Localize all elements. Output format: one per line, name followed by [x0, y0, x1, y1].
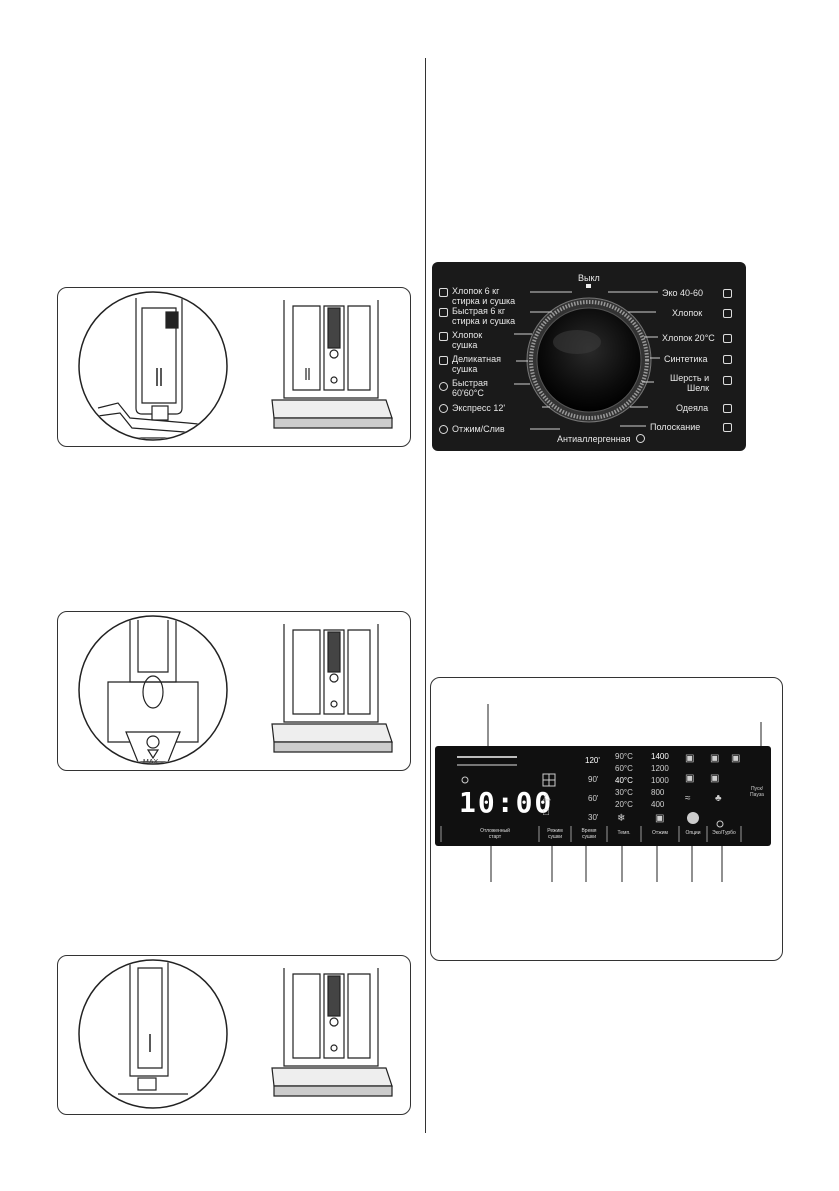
antiallergy-icon [636, 434, 645, 443]
cotton-20-icon [723, 334, 732, 343]
temperature-option: 40°C [615, 776, 633, 785]
cotton-wash-dry-icon [439, 288, 448, 297]
steam-icon: ▣ [710, 753, 720, 764]
temperature-option: 30°C [615, 788, 633, 797]
child-lock-icon: ▣ [731, 753, 741, 764]
eco-turbo-button[interactable]: Эко/Турбо [712, 830, 736, 836]
cotton-dry-icon [439, 332, 448, 341]
program-spin-drain[interactable]: Отжим/Слив [452, 424, 505, 434]
max-mark: MAX [143, 759, 159, 766]
wool-icon [723, 376, 732, 385]
temperature-option: 90°C [615, 752, 633, 761]
time-display: 10:00 [459, 786, 554, 819]
program-blankets[interactable]: Одеяла [676, 403, 709, 413]
spin-button[interactable]: Отжим [652, 830, 668, 836]
program-eco-40-60[interactable]: Эко 40-60 [662, 288, 704, 298]
clock-icon [439, 404, 448, 413]
synthetics-icon [723, 355, 732, 364]
temperature-option: 20°C [615, 800, 633, 809]
spin-option: 1000 [651, 776, 669, 785]
control-panel-figure: 10:00 120' 90' 60' 30' 90°C 60°C 40°C 30… [430, 677, 783, 961]
dry-time-option: 120' [585, 756, 600, 765]
program-cotton[interactable]: Хлопок [672, 308, 703, 318]
eco-icon [723, 289, 732, 298]
program-rinse[interactable]: Полоскание [650, 422, 701, 432]
extra-rinse-icon: ▣ [685, 773, 695, 784]
control-panel: 10:00 120' 90' 60' 30' 90°C 60°C 40°C 30… [435, 746, 771, 846]
options-button[interactable]: Опции [685, 830, 701, 836]
rinse-icon [723, 423, 732, 432]
dry-time-option: 60' [588, 794, 599, 803]
program-cotton-20[interactable]: Хлопок 20°C [662, 333, 715, 343]
dry-time-option: 90' [588, 775, 599, 784]
no-spin-icon: ▣ [655, 813, 665, 824]
snowflake-icon: ❄ [617, 813, 626, 824]
blanket-icon [723, 404, 732, 413]
quick-wash-dry-icon [439, 308, 448, 317]
delicate-dry-icon [439, 356, 448, 365]
spin-option: 1200 [651, 764, 669, 773]
prewash-icon: ▣ [685, 753, 695, 764]
eco-leaf-icon: ♣ [715, 793, 722, 804]
cotton-icon [723, 309, 732, 318]
program-express-12[interactable]: Экспресс 12' [452, 403, 506, 413]
temperature-button[interactable]: Темп. [617, 830, 631, 836]
timer-icon: ▣ [710, 773, 720, 784]
program-knob[interactable] [526, 297, 652, 423]
dry-time-option: 30' [588, 813, 599, 822]
iron-icon: ≈ [685, 793, 691, 804]
start-pause-button[interactable]: Пуск/Пауза [750, 786, 764, 798]
temperature-option: 60°C [615, 764, 633, 773]
dispenser-illustration-1 [57, 287, 411, 447]
spin-option: 400 [651, 800, 665, 809]
spin-option: 1400 [651, 752, 669, 761]
cupboard-icon: □ [543, 807, 550, 818]
program-synthetics[interactable]: Синтетика [664, 354, 708, 364]
column-divider [425, 58, 426, 1133]
shirt-icon: △ [543, 791, 551, 802]
spin-icon [439, 425, 448, 434]
dispenser-illustration-3 [57, 955, 411, 1115]
program-off[interactable]: Выкл [578, 273, 600, 283]
dispenser-illustration-2: MAX [57, 611, 411, 771]
spin-option: 800 [651, 788, 665, 797]
clock-icon [439, 382, 448, 391]
program-antiallergy[interactable]: Антиаллергенная [557, 434, 631, 444]
